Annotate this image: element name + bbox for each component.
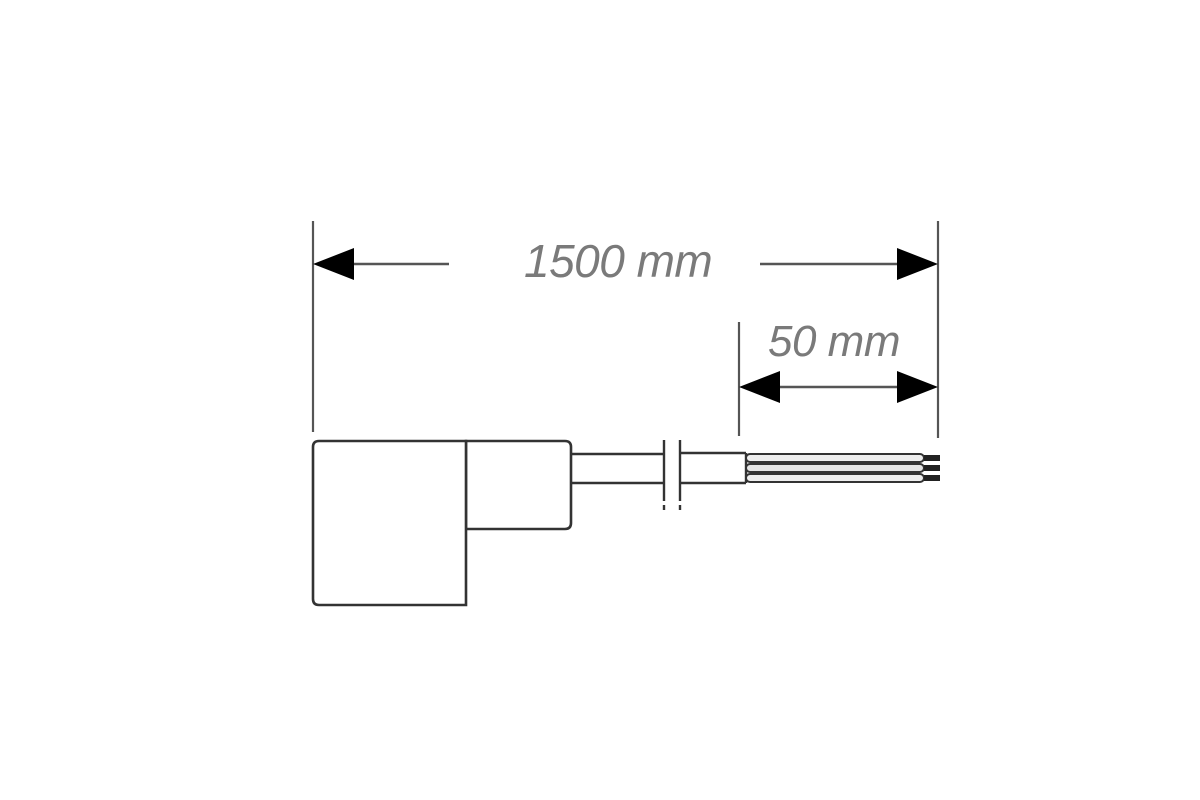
dimension-strip-length — [739, 371, 938, 403]
wire-1 — [745, 453, 940, 463]
arrowhead-strip-left-icon — [739, 371, 780, 403]
extension-lines — [311, 221, 940, 438]
wire-tip-3 — [924, 475, 940, 481]
dimension-label-strip-length: 50 mm — [768, 317, 900, 366]
wire-tip-2 — [924, 465, 940, 471]
arrowhead-right-icon — [897, 248, 938, 280]
wire-tip-1 — [924, 455, 940, 461]
wire-2 — [745, 463, 940, 473]
dimension-total-length — [313, 248, 938, 280]
connector — [311, 439, 573, 607]
cable-jacket — [571, 451, 748, 485]
stripped-wires — [745, 453, 940, 483]
wire-3 — [745, 473, 940, 483]
connector-housing — [311, 439, 468, 607]
connector-neck — [464, 439, 573, 531]
dimension-label-total-length: 1500 mm — [524, 235, 713, 287]
arrowhead-strip-right-icon — [897, 371, 938, 403]
cable-break-symbol — [662, 440, 682, 510]
arrowhead-left-icon — [313, 248, 354, 280]
